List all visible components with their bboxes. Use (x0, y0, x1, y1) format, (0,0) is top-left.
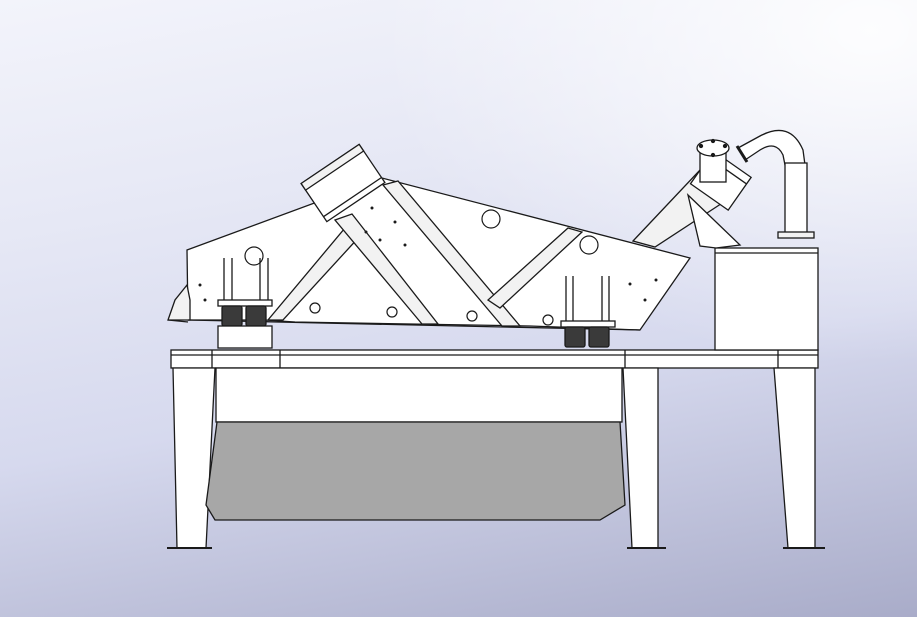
mount-base (217, 325, 273, 349)
spring-right-a (564, 326, 586, 348)
vibration-motor (300, 143, 386, 223)
support-frame (167, 349, 825, 549)
screen-holes (244, 209, 599, 326)
sand-collection-tank (205, 421, 626, 521)
screen-bolts (198, 206, 658, 302)
dewatering-screen-deck (167, 177, 692, 331)
frame-leg-right (773, 367, 816, 549)
screen-lip-edge (167, 319, 189, 323)
spring-left-a (221, 305, 243, 327)
feed-pipe-elbow (737, 129, 806, 166)
tank-upper-body (215, 367, 623, 423)
screen-hole (542, 314, 554, 326)
screen-hole (386, 306, 398, 318)
frame-leg-middle (622, 367, 659, 549)
screen-hole (579, 235, 599, 255)
feed-pipe-joint (735, 145, 749, 163)
screen-discharge-lip (167, 283, 191, 321)
spring-mount-left (217, 258, 273, 349)
motor-band (323, 176, 382, 218)
screen-hole (481, 209, 501, 229)
screen-brace-right (486, 227, 584, 309)
mount-plate (560, 320, 616, 328)
mount-plate (217, 299, 273, 307)
flange-bolts (698, 138, 728, 158)
overflow-box-body (714, 247, 819, 351)
screen-brace-center-2 (333, 213, 440, 325)
spring-mount-right (560, 276, 616, 348)
overflow-box (714, 247, 819, 351)
feed-pipe-flange (777, 231, 815, 239)
spring-left-b (245, 305, 267, 327)
screen-hole (244, 246, 264, 266)
spring-right-b (588, 326, 610, 348)
motor-cap (300, 143, 365, 192)
frame-leg-left (172, 367, 216, 549)
frame-top-rail (170, 349, 819, 369)
screen-brace-center (381, 180, 522, 327)
screen-hole (466, 310, 478, 322)
spring-mounts (217, 258, 616, 349)
feed-pipe-vertical (784, 162, 808, 234)
screen-hole (309, 302, 321, 314)
feed-pipe (735, 129, 815, 239)
hydrocyclone (631, 138, 753, 249)
cyclone-support-plate (686, 193, 742, 249)
